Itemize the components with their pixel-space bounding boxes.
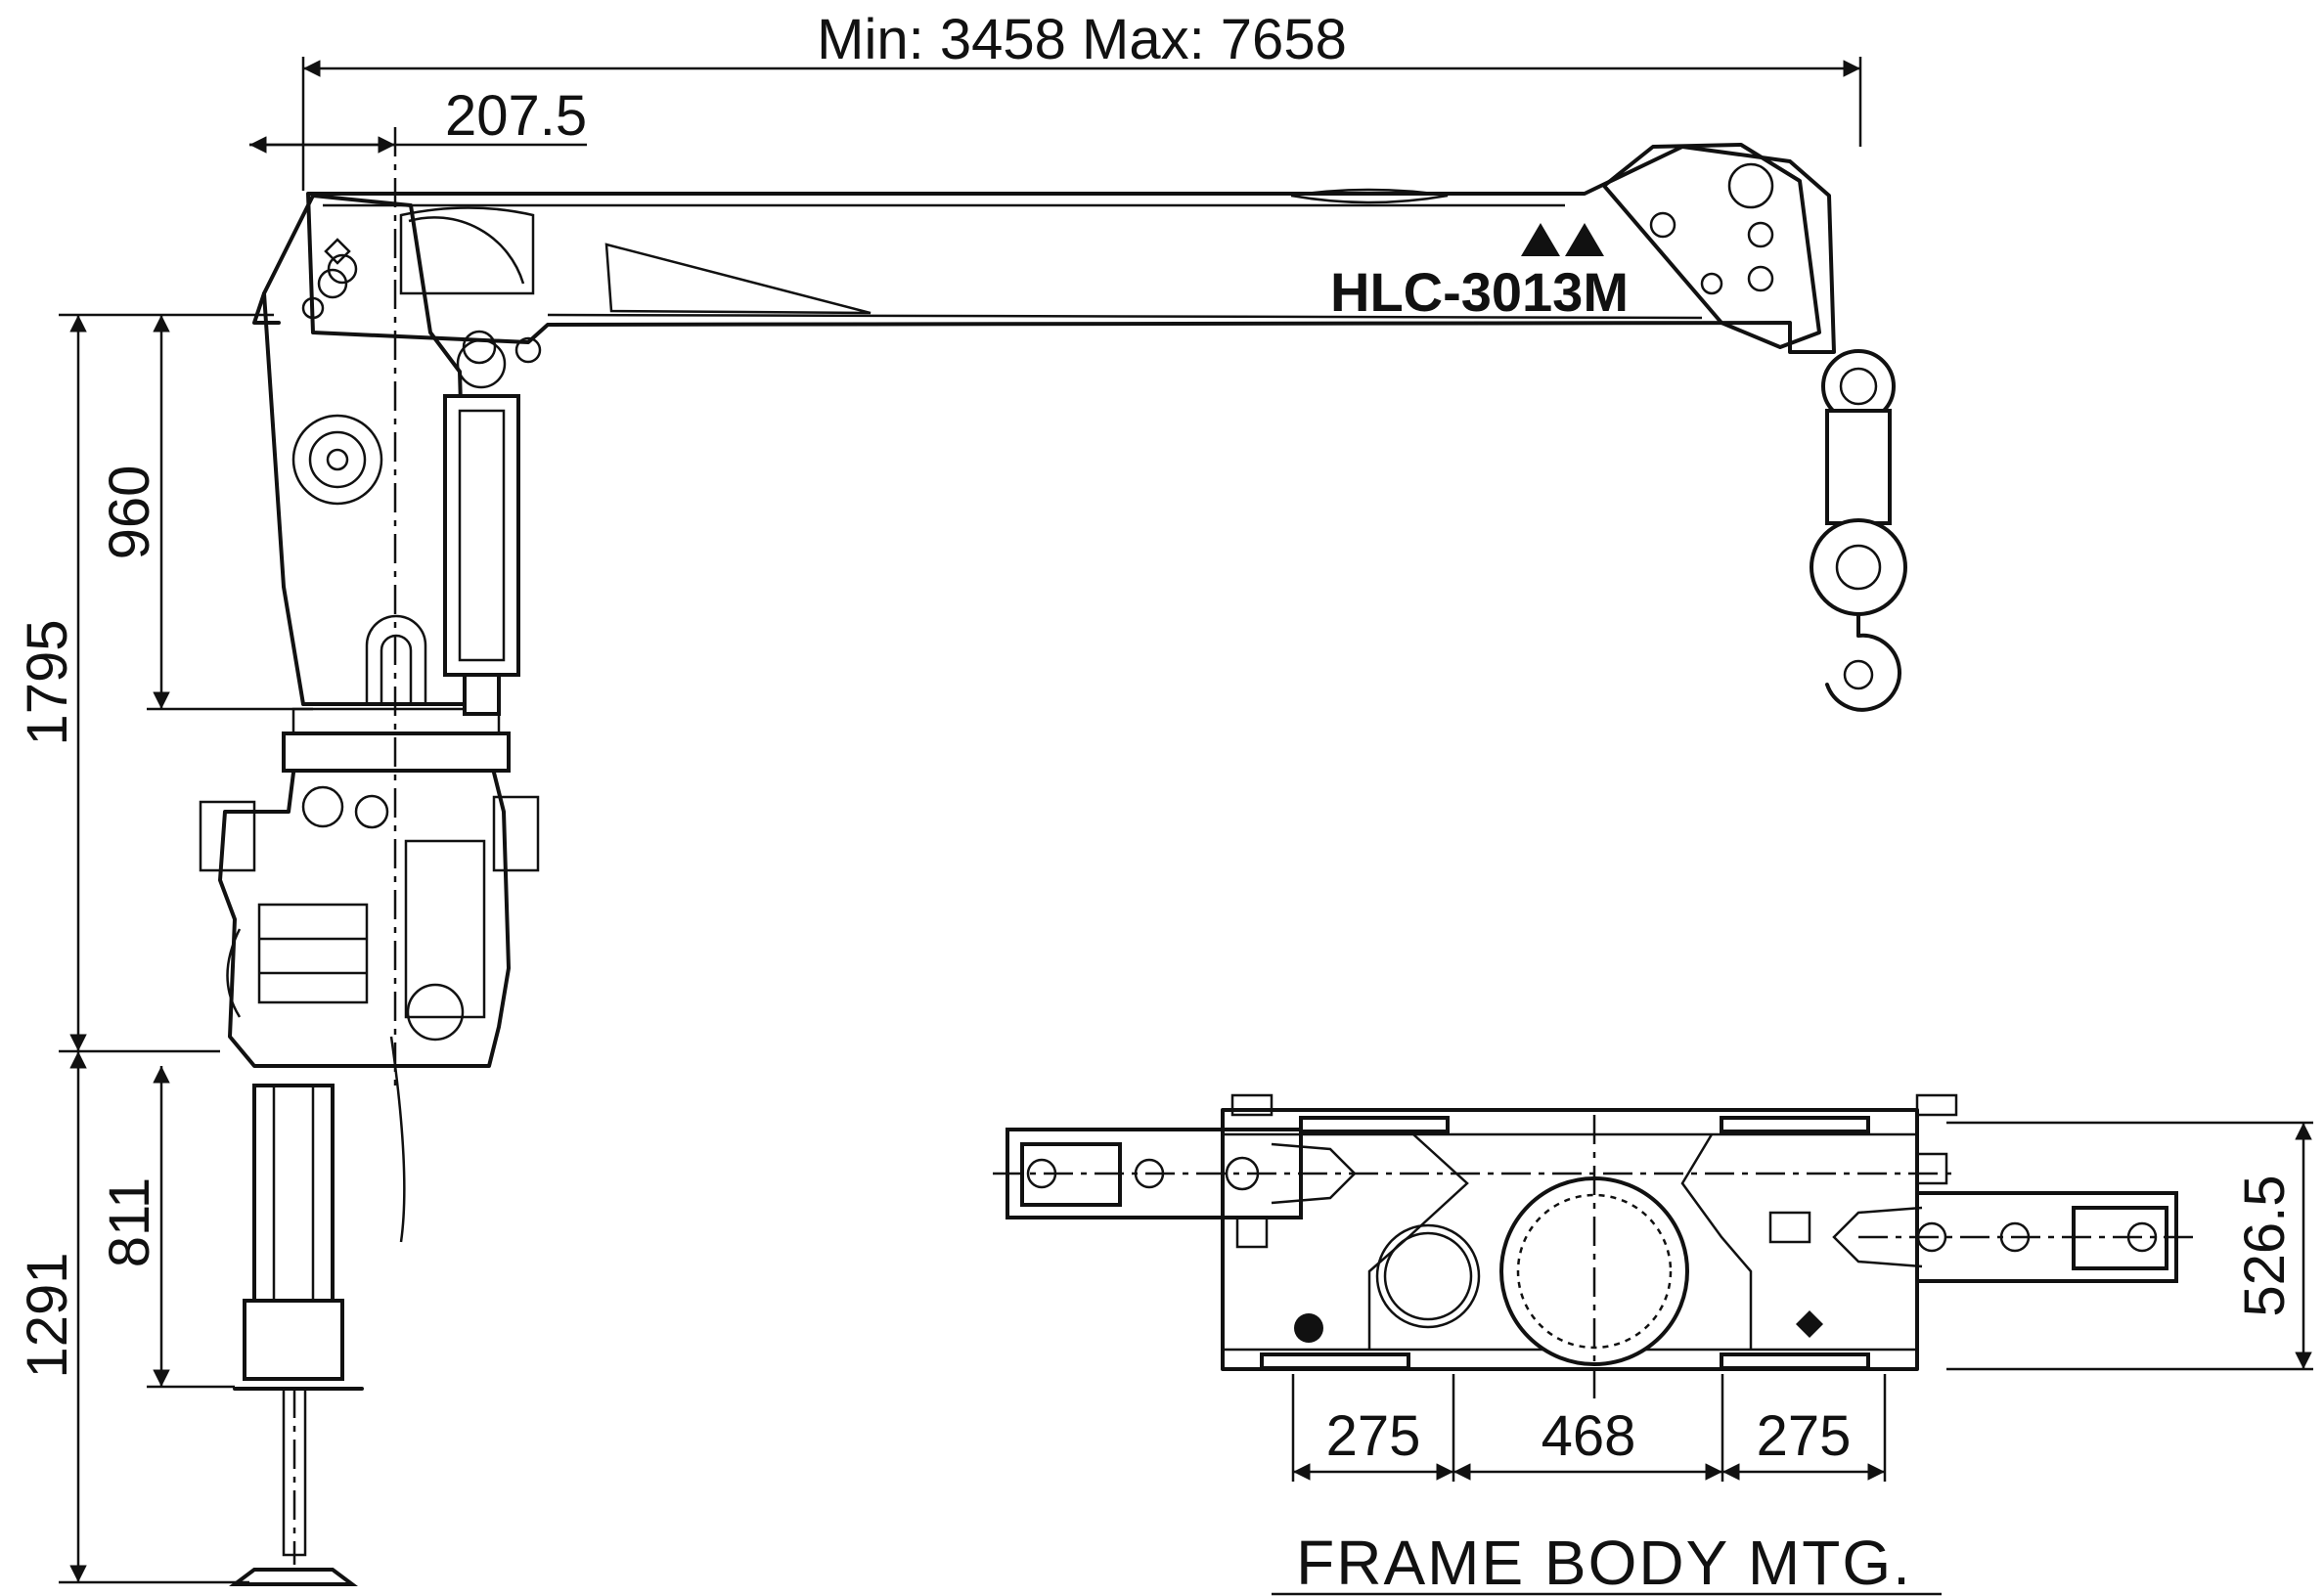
reach-dimension-text: Min: 3458 Max: 7658 xyxy=(817,8,1347,71)
hook-block xyxy=(1810,349,1907,712)
height-below-frame-dimension-text: 1291 xyxy=(16,1252,79,1378)
dimension-reach: Min: 3458 Max: 7658 xyxy=(301,8,1862,191)
boom: HLC-3013M xyxy=(306,145,1836,365)
boom-warning-triangles-icon xyxy=(1521,223,1604,256)
outrigger-leg xyxy=(229,1084,364,1586)
right-span-dimension-text: 275 xyxy=(1757,1404,1852,1468)
slewing-base xyxy=(199,771,540,1243)
left-span-dimension-text: 275 xyxy=(1326,1404,1421,1468)
leg-length-dimension-text: 811 xyxy=(98,1177,161,1267)
center-span-dimension-text: 468 xyxy=(1542,1404,1636,1468)
frame-body-top-view xyxy=(993,1093,2196,1398)
column-offset-dimension-text: 207.5 xyxy=(445,84,587,148)
pivot-height-dimension-text: 960 xyxy=(98,466,161,560)
boom-head xyxy=(1602,143,1821,349)
height-above-frame-dimension-text: 1795 xyxy=(16,619,79,745)
frame-body-caption: FRAME BODY MTG. xyxy=(1296,1528,1912,1596)
dimension-horizontal-spans: 275 468 275 xyxy=(1291,1374,1887,1482)
dimension-mount-width: 526.5 xyxy=(1946,1121,2313,1371)
boom-model-label: HLC-3013M xyxy=(1330,261,1629,323)
dimension-vertical-lower: 811 1291 xyxy=(16,1051,249,1584)
mount-width-dimension-text: 526.5 xyxy=(2233,1175,2297,1316)
dimension-column-offset: 207.5 xyxy=(249,84,587,154)
luffing-cylinder xyxy=(443,338,520,716)
caption: FRAME BODY MTG. xyxy=(1272,1528,1942,1596)
dimension-vertical-upper: 960 1795 xyxy=(16,313,313,1053)
